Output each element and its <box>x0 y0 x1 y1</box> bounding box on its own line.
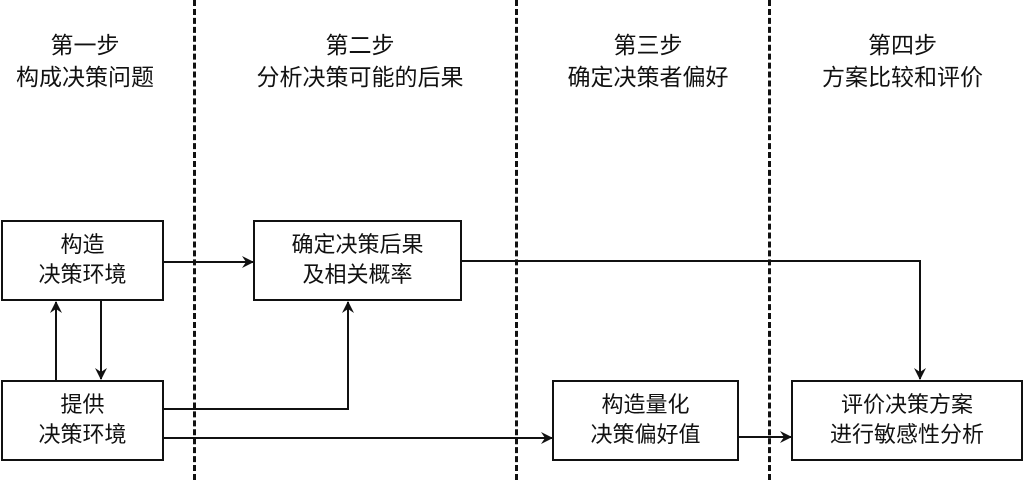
step-2-subtitle: 分析决策可能的后果 <box>256 65 464 91</box>
box-quantify-line2: 决策偏好值 <box>590 422 701 448</box>
box-provide-line1: 提供 <box>60 392 105 418</box>
step-divider-1 <box>193 0 196 480</box>
box-construct-line1: 构造 <box>60 232 105 258</box>
step-4-subtitle: 方案比较和评价 <box>822 65 983 91</box>
box-evaluate-line1: 评价决策方案 <box>840 392 973 418</box>
step-4-header: 第四步 方案比较和评价 <box>795 30 1010 94</box>
box-evaluate-alternatives: 评价决策方案 进行敏感性分析 <box>791 380 1023 461</box>
step-3-title: 第三步 <box>613 33 683 59</box>
step-4-title: 第四步 <box>868 33 937 59</box>
box-consequences-line1: 确定决策后果 <box>291 232 424 258</box>
arrow-provide-to-consequences <box>163 301 354 410</box>
box-quantify-preference: 构造量化 决策偏好值 <box>552 380 739 461</box>
step-2-title: 第二步 <box>325 33 395 59</box>
box-provide-decision-env: 提供 决策环境 <box>1 380 164 461</box>
box-construct-line2: 决策环境 <box>38 262 127 288</box>
step-divider-3 <box>768 0 771 480</box>
box-consequences-line2: 及相关概率 <box>302 262 413 288</box>
box-determine-consequences: 确定决策后果 及相关概率 <box>253 220 462 301</box>
step-divider-2 <box>515 0 518 480</box>
box-construct-decision-env: 构造 决策环境 <box>1 220 164 301</box>
step-2-header: 第二步 分析决策可能的后果 <box>230 30 490 94</box>
step-1-subtitle: 构成决策问题 <box>16 65 154 91</box>
step-1-header: 第一步 构成决策问题 <box>0 30 170 94</box>
box-quantify-line1: 构造量化 <box>601 392 690 418</box>
step-3-header: 第三步 确定决策者偏好 <box>540 30 756 94</box>
arrow-consequences-to-evaluate <box>461 260 926 380</box>
step-1-title: 第一步 <box>50 33 120 59</box>
box-evaluate-line2: 进行敏感性分析 <box>829 422 984 448</box>
step-3-subtitle: 确定决策者偏好 <box>567 65 729 91</box>
box-provide-line2: 决策环境 <box>38 422 127 448</box>
